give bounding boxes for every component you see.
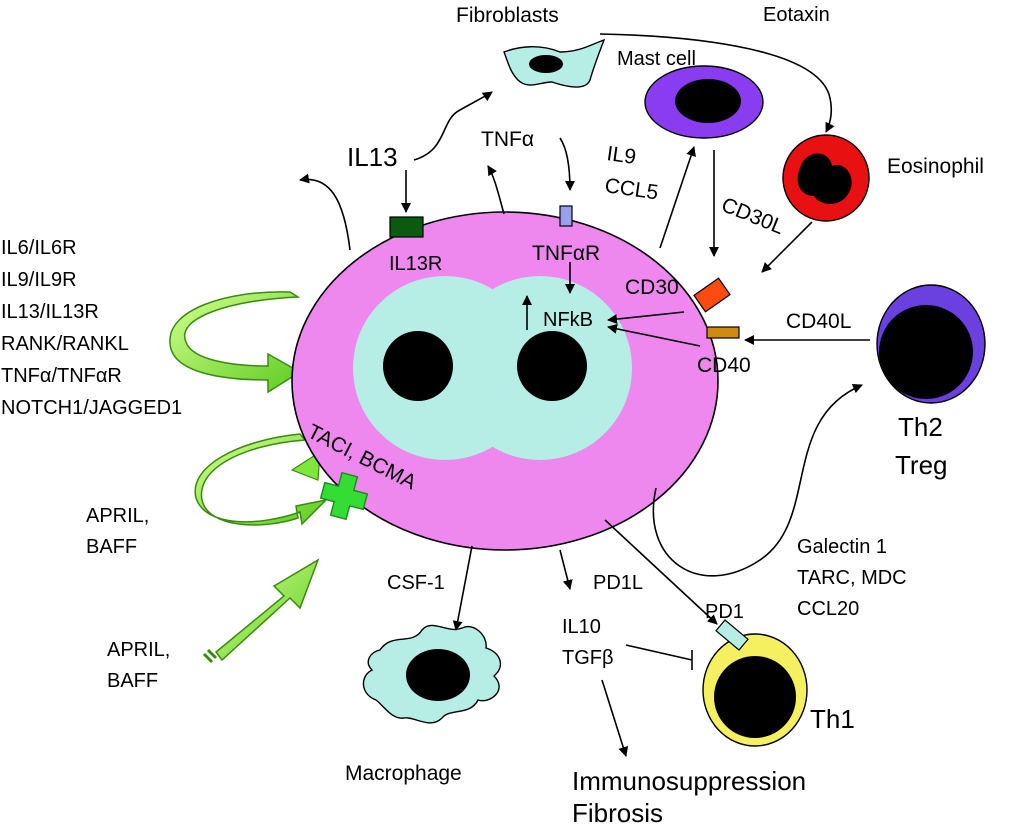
cd30-label: CD30	[625, 276, 679, 299]
th2-label: Th2	[898, 412, 943, 442]
ccl5-label: CCL5	[603, 174, 659, 204]
cd40-label: CD40	[697, 354, 751, 377]
autocrine-pair: IL6/IL6R	[1, 237, 77, 259]
taci-receptor-triangle	[290, 450, 321, 481]
tnfar-receptor	[559, 205, 573, 227]
autocrine-loop-arrow	[169, 291, 302, 394]
cd40l-label: CD40L	[786, 310, 851, 333]
eotaxin-label: Eotaxin	[763, 4, 830, 26]
il13-label: IL13	[347, 142, 398, 172]
tarc-mdc-label: TARC, MDC	[797, 567, 907, 589]
autocrine-pair: RANK/RANKL	[1, 333, 129, 355]
treg-label: Treg	[895, 450, 948, 480]
tnfa-label: TNFα	[481, 128, 534, 151]
autocrine-pair-list: IL6/IL6R IL9/IL9R IL13/IL13R RANK/RANKL …	[1, 237, 182, 419]
mast-cell-nucleus	[675, 79, 741, 123]
fibroblast-nucleus	[529, 55, 563, 73]
autocrine-pair: IL9/IL9R	[1, 269, 77, 291]
il13r-receptor	[389, 216, 424, 238]
april-label-lower: APRIL,	[107, 639, 170, 661]
th1-label: Th1	[810, 704, 855, 734]
eosinophil-label: Eosinophil	[887, 155, 984, 178]
macrophage-nucleus	[406, 649, 470, 701]
tgfb-label: TGFβ	[562, 647, 614, 669]
pd1-receptor	[715, 619, 749, 651]
april-baff-loop-arrow	[194, 433, 329, 526]
mast-cell-label: Mast cell	[617, 48, 696, 70]
baff-label-upper: BAFF	[86, 536, 137, 558]
autocrine-pair: TNFα/TNFαR	[1, 365, 122, 387]
baff-label-lower: BAFF	[107, 670, 158, 692]
il9-label: IL9	[605, 142, 637, 169]
nucleolus-left	[383, 331, 453, 401]
immunosuppression-label: Immunosuppression	[572, 766, 806, 796]
ccl20-label: CCL20	[797, 598, 859, 620]
autocrine-pair: NOTCH1/JAGGED1	[1, 397, 182, 419]
pd1-label: PD1	[705, 601, 744, 623]
il10-label: IL10	[562, 616, 601, 638]
pd1l-label: PD1L	[593, 572, 643, 594]
cd30-receptor	[693, 277, 731, 313]
macrophage-label: Macrophage	[345, 762, 462, 785]
fibrosis-label: Fibrosis	[572, 798, 663, 828]
april-label-upper: APRIL,	[86, 505, 149, 527]
il13r-label: IL13R	[389, 253, 442, 275]
eosinophil-nucleus	[797, 153, 852, 204]
autocrine-pair: IL13/IL13R	[1, 301, 99, 323]
th2-treg-nucleus	[879, 305, 973, 399]
galectin1-label: Galectin 1	[797, 536, 887, 558]
nfkb-label: NFkB	[543, 309, 593, 331]
taci-bcma-cross-receptor	[319, 471, 369, 521]
april-baff-paracrine-arrow	[214, 558, 320, 662]
cd40-receptor	[706, 326, 740, 339]
th1-nucleus	[714, 656, 796, 738]
fibroblasts-label: Fibroblasts	[456, 4, 559, 27]
csf1-label: CSF-1	[387, 572, 445, 594]
nucleolus-right	[517, 331, 587, 401]
cd30l-label: CD30L	[718, 193, 787, 239]
tnfar-label: TNFαR	[532, 242, 600, 265]
